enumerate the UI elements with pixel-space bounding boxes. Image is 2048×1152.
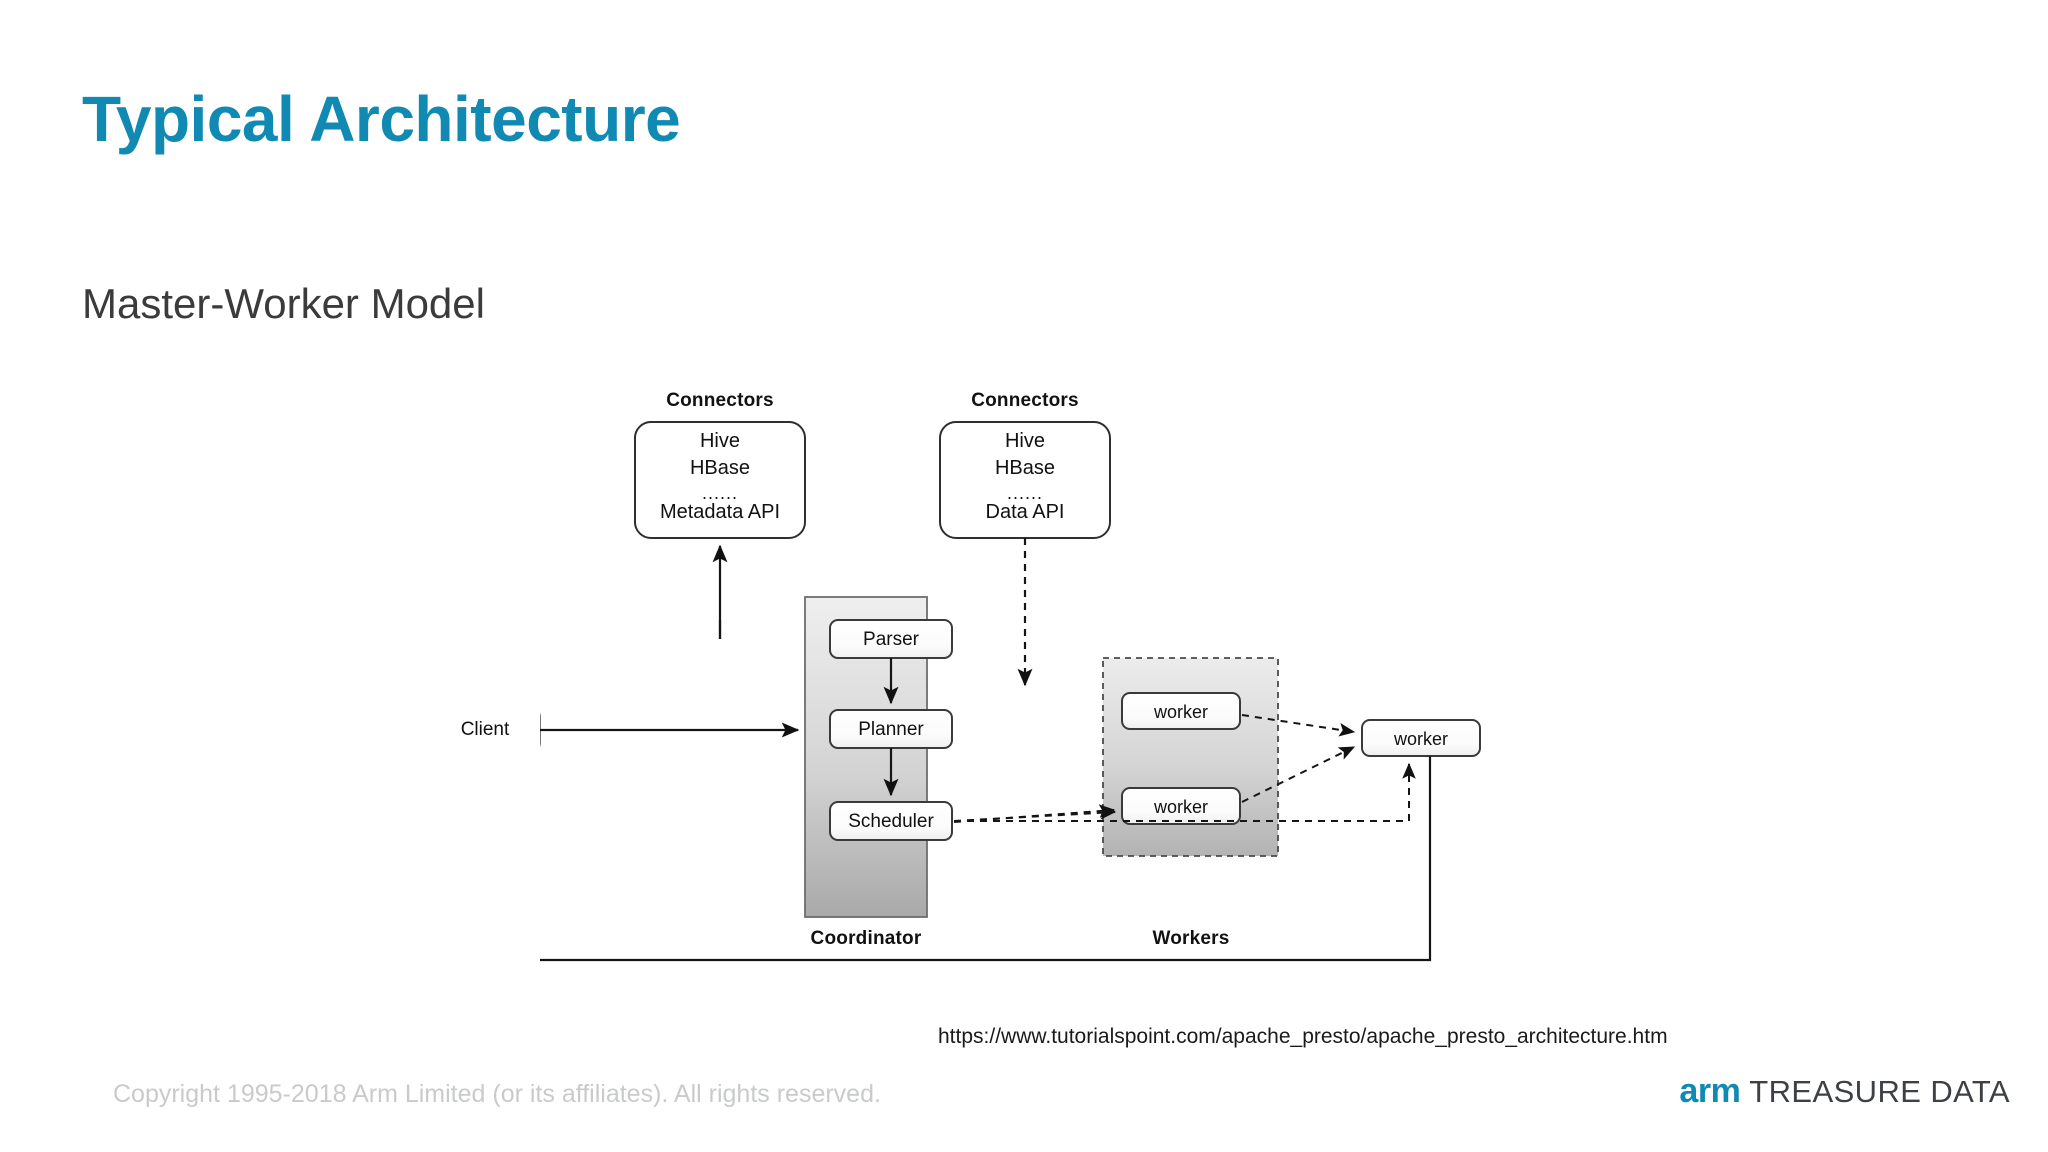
edge-scheduler-to-worker-2-path <box>953 806 1117 822</box>
connectors-left-line-hbase: HBase <box>689 457 751 479</box>
connectors-right-label: Connectors <box>971 390 1079 411</box>
brand-treasure-data-wordmark: TREASURE DATA <box>1749 1074 2010 1109</box>
edge-worker-3-to-client <box>540 756 1432 962</box>
connectors-left-line-metadata-api: Metadata API <box>659 501 781 523</box>
connectors-left-label: Connectors <box>666 390 774 411</box>
workers-group-label: Workers <box>1152 928 1230 949</box>
connectors-right-line-data-api: Data API <box>985 501 1065 523</box>
footer-copyright: Copyright 1995-2018 Arm Limited (or its … <box>113 1080 881 1108</box>
architecture-diagram: Connectors Connectors Coordinator Worker… <box>461 370 1520 1010</box>
planner-label: Planner <box>858 719 924 740</box>
edge-worker-1-to-worker-3 <box>1241 714 1356 737</box>
worker-2-label: worker <box>1153 797 1208 817</box>
page-subtitle: Master-Worker Model <box>82 280 485 327</box>
worker-3-label: worker <box>1393 729 1448 749</box>
scheduler-box <box>829 801 953 841</box>
connectors-right-line-ellipsis: ...... <box>1006 483 1043 503</box>
page-title: Typical Architecture <box>82 83 681 155</box>
parser-label: Parser <box>863 629 919 650</box>
connectors-right-line-hive: Hive <box>1004 430 1045 452</box>
workers-group-box <box>1102 657 1279 857</box>
worker-2-box <box>1121 787 1241 825</box>
connectors-left-line-ellipsis: ...... <box>701 483 738 503</box>
worker-1-box <box>1121 692 1241 730</box>
connectors-left-box <box>634 421 806 539</box>
source-url-caption: https://www.tutorialspoint.com/apache_pr… <box>938 1025 1668 1048</box>
brand-arm-wordmark: arm <box>1679 1072 1741 1110</box>
connectors-right-line-hbase: HBase <box>994 457 1056 479</box>
brand-logo: arm TREASURE DATA <box>1679 1072 2010 1111</box>
coordinator-group-label: Coordinator <box>810 928 922 949</box>
worker-3-box <box>1361 719 1481 757</box>
diagram-canvas <box>540 421 1481 962</box>
edge-scheduler-to-worker-3 <box>954 762 1416 822</box>
client-label: Client <box>460 719 510 740</box>
connectors-left-line-hive: Hive <box>699 430 740 452</box>
scheduler-label: Scheduler <box>848 811 934 832</box>
worker-1-label: worker <box>1153 702 1208 722</box>
